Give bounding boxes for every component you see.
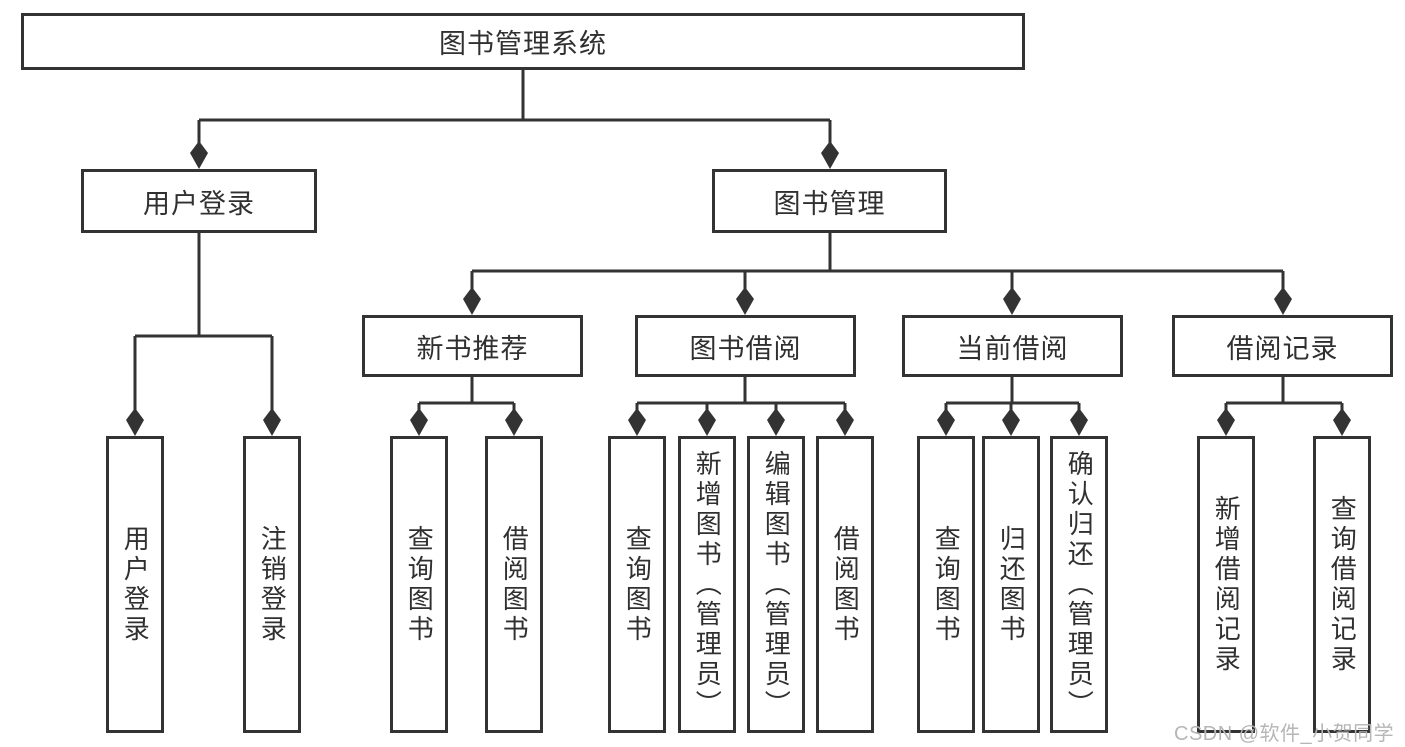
arrow-down-icon	[736, 287, 754, 315]
leaf-user-login: 用户登录	[106, 436, 164, 733]
connector-root-split	[197, 70, 832, 146]
node-user-login: 用户登录	[81, 169, 317, 233]
arrow-down-icon	[1274, 287, 1292, 315]
leaf-recommend-borrow-books-label: 借阅图书	[499, 524, 530, 645]
node-book-borrowing: 图书借阅	[635, 315, 856, 377]
arrow-down-icon	[1003, 287, 1021, 315]
leaf-borrowing-borrow-books: 借阅图书	[816, 436, 874, 733]
node-root: 图书管理系统	[21, 13, 1025, 70]
leaf-recommend-query-books-label: 查询图书	[404, 524, 435, 645]
leaf-confirm-return-admin-label: 确认归还（管理员）	[1064, 449, 1095, 720]
node-new-book-recommend: 新书推荐	[362, 315, 583, 377]
arrow-down-icon	[821, 141, 839, 169]
node-new-book-recommend-label: 新书推荐	[416, 333, 529, 364]
leaf-edit-books-admin-label: 编辑图书（管理员）	[761, 449, 792, 720]
leaf-user-login-label: 用户登录	[120, 524, 151, 645]
leaf-current-query-books: 查询图书	[917, 436, 975, 733]
leaf-add-books-admin-label: 新增图书（管理员）	[692, 449, 723, 720]
node-borrowing-records-label: 借阅记录	[1226, 333, 1339, 364]
node-current-borrowing: 当前借阅	[902, 315, 1123, 377]
leaf-borrowing-query-books-label: 查询图书	[622, 524, 653, 645]
arrow-down-icon	[1217, 408, 1235, 436]
arrow-down-icon	[263, 408, 281, 436]
arrow-down-icon	[505, 408, 523, 436]
arrow-down-icon	[836, 408, 854, 436]
node-book-management-label: 图书管理	[773, 188, 886, 219]
connector-new-book-split	[417, 377, 516, 426]
arrowheads	[126, 141, 1351, 436]
node-user-login-label: 用户登录	[143, 188, 255, 219]
leaf-return-books-label: 归还图书	[996, 524, 1027, 645]
node-current-borrowing-label: 当前借阅	[956, 333, 1069, 364]
leaf-return-books: 归还图书	[982, 436, 1040, 733]
connector-user-login-split	[133, 233, 274, 426]
leaf-current-query-books-label: 查询图书	[931, 524, 962, 645]
arrow-down-icon	[1002, 408, 1020, 436]
connector-book-management-split	[470, 233, 1285, 294]
connector-borrowing-records-split	[1224, 377, 1344, 426]
arrow-down-icon	[190, 141, 208, 169]
arrow-down-icon	[410, 408, 428, 436]
leaf-logout-login-label: 注销登录	[257, 524, 288, 645]
arrow-down-icon	[628, 408, 646, 436]
leaf-add-borrow-record-label: 新增借阅记录	[1211, 494, 1242, 675]
leaf-add-books-admin: 新增图书（管理员）	[678, 436, 736, 733]
node-book-borrowing-label: 图书借阅	[689, 333, 802, 364]
arrow-down-icon	[1070, 408, 1088, 436]
arrow-down-icon	[463, 287, 481, 315]
leaf-recommend-query-books: 查询图书	[390, 436, 448, 733]
connector-group	[133, 70, 1344, 426]
arrow-down-icon	[937, 408, 955, 436]
arrow-down-icon	[1333, 408, 1351, 436]
leaf-add-borrow-record: 新增借阅记录	[1197, 436, 1255, 733]
node-root-label: 图书管理系统	[439, 29, 607, 59]
leaf-query-borrow-record-label: 查询借阅记录	[1327, 494, 1358, 675]
node-book-management: 图书管理	[712, 169, 947, 233]
csdn-watermark: CSDN @软件_小贺同学	[1174, 723, 1395, 745]
leaf-query-borrow-record: 查询借阅记录	[1313, 436, 1371, 733]
leaf-edit-books-admin: 编辑图书（管理员）	[747, 436, 805, 733]
leaf-confirm-return-admin: 确认归还（管理员）	[1050, 436, 1108, 733]
node-borrowing-records: 借阅记录	[1172, 315, 1393, 377]
connector-book-borrowing-split	[635, 377, 847, 426]
leaf-logout-login: 注销登录	[243, 436, 301, 733]
arrow-down-icon	[126, 408, 144, 436]
leaf-recommend-borrow-books: 借阅图书	[485, 436, 543, 733]
arrow-down-icon	[698, 408, 716, 436]
leaf-borrowing-borrow-books-label: 借阅图书	[830, 524, 861, 645]
leaf-borrowing-query-books: 查询图书	[608, 436, 666, 733]
arrow-down-icon	[767, 408, 785, 436]
